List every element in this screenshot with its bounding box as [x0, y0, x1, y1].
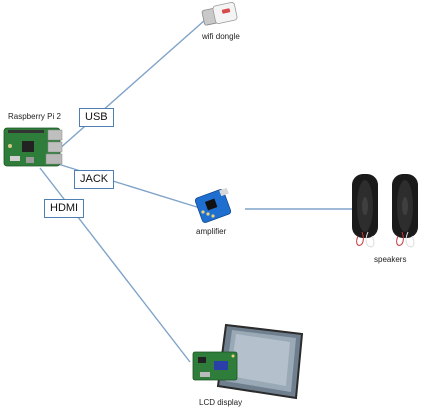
connector-lines [39, 19, 352, 363]
wifi-dongle-image [201, 2, 238, 26]
speakers-label: speakers [374, 255, 407, 264]
jack-connection-label: JACK [74, 170, 115, 189]
hdmi-connection-label: HDMI [44, 199, 85, 218]
speaker-left [352, 174, 378, 248]
jack-connector-line [44, 159, 201, 209]
raspberry-pi-image [3, 127, 63, 167]
usb-connection-label: USB [79, 108, 114, 127]
usb-connector-line [57, 19, 206, 151]
speaker-right [392, 174, 418, 248]
raspberry-pi-label: Raspberry Pi 2 [8, 112, 61, 121]
amplifier-label: amplifier [196, 227, 227, 236]
lcd-display-image [192, 323, 304, 400]
hdmi-connector-line [39, 167, 191, 363]
speakers-image [352, 174, 418, 248]
lcd-display-label: LCD display [199, 398, 243, 407]
amplifier-image [194, 187, 232, 223]
wifi-dongle-label: wifi dongle [202, 32, 240, 41]
